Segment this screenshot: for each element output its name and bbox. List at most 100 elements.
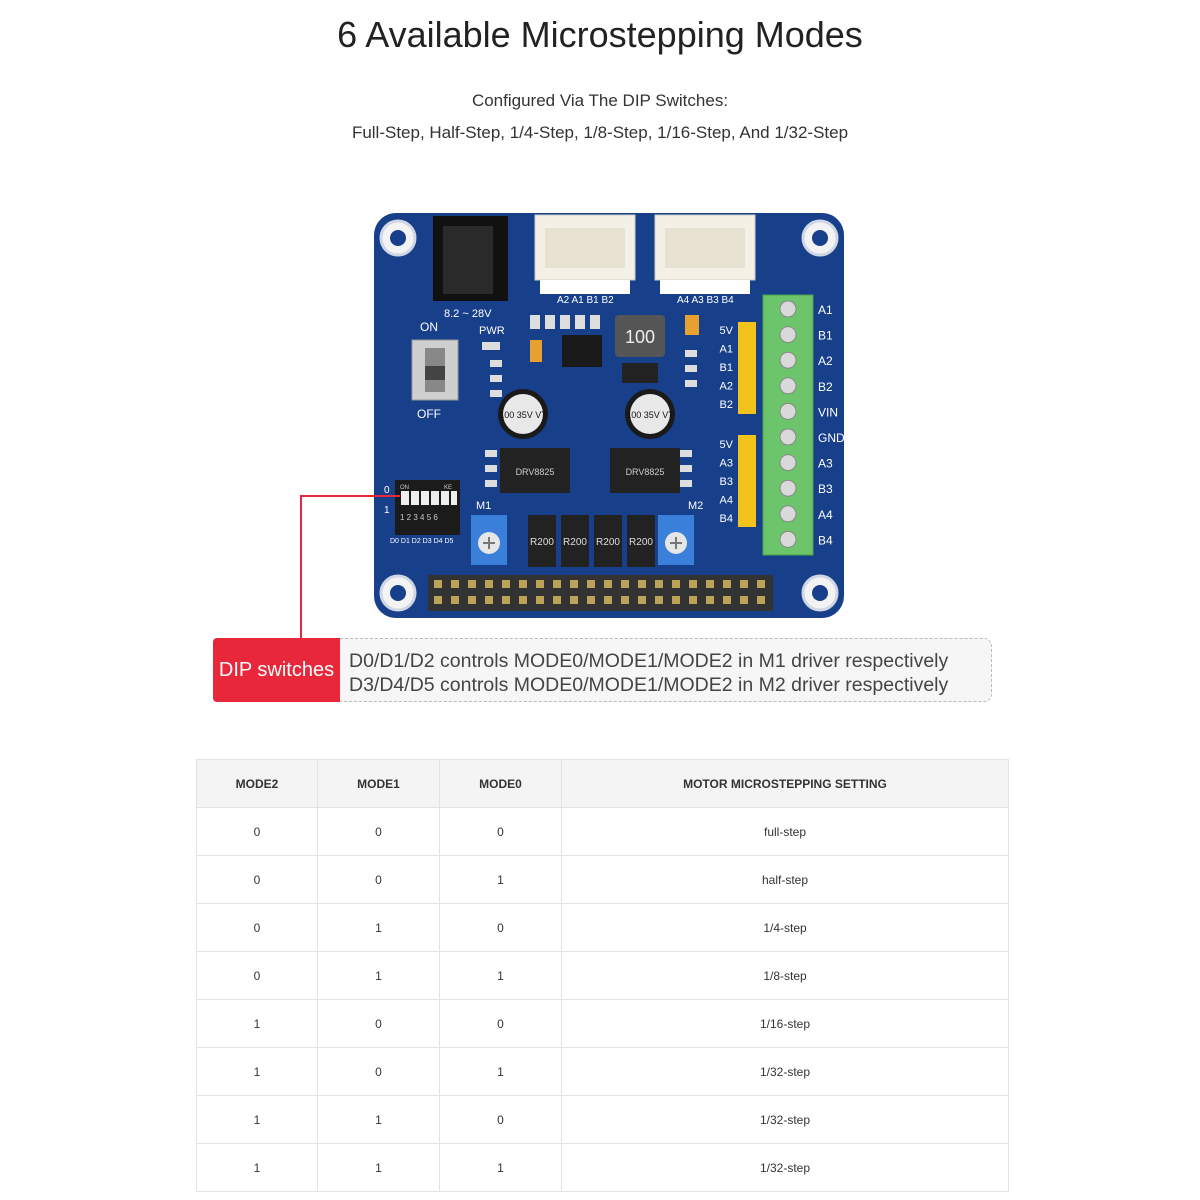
- gpio-pin: [740, 596, 748, 604]
- power-slide-switch: [411, 339, 459, 401]
- dip-switch-callout: DIP switches D0/D1/D2 controls MODE0/MOD…: [213, 638, 993, 702]
- table-cell: 0: [317, 855, 440, 904]
- table-cell: 1: [439, 951, 562, 1000]
- sense-resistors: [528, 515, 655, 567]
- capacitor-1: [498, 389, 548, 439]
- terminal-label: B1: [818, 329, 833, 343]
- inductor: [615, 315, 665, 357]
- pin-header-1-label: 5V: [720, 325, 734, 337]
- table-cell: 1: [317, 1143, 440, 1192]
- terminal-label: A3: [818, 457, 833, 471]
- resistor-1-label: R200: [530, 537, 554, 548]
- table-cell: 1/8-step: [561, 951, 1009, 1000]
- capacitor-2: [625, 389, 675, 439]
- table-header-row: MODE2 MODE1 MODE0 MOTOR MICROSTEPPING SE…: [196, 759, 1009, 808]
- pin-header-1: [738, 322, 756, 414]
- dip-ke-label: KE: [444, 485, 452, 491]
- table-cell: 0: [439, 1095, 562, 1144]
- diode: [622, 363, 658, 383]
- dip-numbers: 1 2 3 4 5 6: [400, 513, 438, 522]
- header-setting: MOTOR MICROSTEPPING SETTING: [561, 759, 1009, 808]
- terminal-label: GND: [818, 431, 845, 445]
- gpio-pin: [655, 596, 663, 604]
- table-cell: 0: [196, 903, 318, 952]
- pin-header-1-label: A1: [720, 344, 733, 356]
- gpio-pin: [638, 596, 646, 604]
- pin-header-1-label: A2: [720, 381, 733, 393]
- table-cell: 1/32-step: [561, 1047, 1009, 1096]
- table-cell: 1: [317, 1095, 440, 1144]
- terminal-label: B4: [818, 533, 833, 547]
- gpio-pin: [757, 596, 765, 604]
- pin-header-1-label: B2: [720, 399, 733, 411]
- capacitor-2-label: 100 35V VT: [626, 410, 674, 420]
- gpio-pin: [502, 596, 510, 604]
- m1-label: M1: [476, 500, 491, 512]
- gpio-pin: [604, 580, 612, 588]
- driver-chip-m2-label: DRV8825: [626, 467, 665, 477]
- table-cell: 1: [439, 1143, 562, 1192]
- table-cell: 0: [439, 999, 562, 1048]
- gpio-pin: [621, 596, 629, 604]
- pwr-led: [482, 342, 500, 350]
- callout-label: DIP switches: [213, 638, 340, 702]
- table-cell: 1/32-step: [561, 1095, 1009, 1144]
- dip-switch: [395, 480, 460, 535]
- gpio-pin: [587, 580, 595, 588]
- driver-chip-m2: [610, 448, 680, 493]
- driver-chip-m1-label: DRV8825: [516, 467, 555, 477]
- pwr-label: PWR: [479, 325, 505, 337]
- dip-zero-label: 0: [384, 485, 390, 496]
- voltage-label: 8.2 ~ 28V: [444, 308, 492, 320]
- gpio-pin: [502, 580, 510, 588]
- dip-bit-labels: D0 D1 D2 D3 D4 D5: [390, 538, 454, 545]
- gpio-pin: [638, 580, 646, 588]
- gpio-pin: [451, 596, 459, 604]
- regulator-ic: [562, 335, 602, 367]
- header-mode1: MODE1: [317, 759, 440, 808]
- smd-components: [485, 315, 699, 487]
- table-cell: 1: [317, 903, 440, 952]
- terminal-screw: [779, 454, 797, 472]
- table-cell: 0: [317, 999, 440, 1048]
- pin-header-2: [738, 435, 756, 527]
- terminal-screw: [779, 530, 797, 548]
- gpio-pin: [519, 580, 527, 588]
- driver-chip-m1: [500, 448, 570, 493]
- table-cell: full-step: [561, 807, 1009, 856]
- gpio-pin: [451, 580, 459, 588]
- terminal-screw: [779, 351, 797, 369]
- terminal-screw: [779, 326, 797, 344]
- terminal-label: B3: [818, 482, 833, 496]
- table-cell: 0: [196, 855, 318, 904]
- pin-header-1-label: B1: [720, 362, 733, 374]
- gpio-pin: [587, 596, 595, 604]
- mounting-holes: [379, 219, 839, 612]
- gpio-pin: [553, 596, 561, 604]
- callout-line-2: D3/D4/D5 controls MODE0/MODE1/MODE2 in M…: [349, 674, 949, 696]
- dip-on-label: ON: [400, 485, 409, 491]
- switch-off-label: OFF: [417, 407, 441, 421]
- gpio-pin: [468, 580, 476, 588]
- dip-leader-vertical: [300, 495, 302, 639]
- resistor-3-label: R200: [596, 537, 620, 548]
- table-cell: 1: [317, 951, 440, 1000]
- gpio-pin: [570, 580, 578, 588]
- gpio-pin: [604, 596, 612, 604]
- gpio-pin: [434, 580, 442, 588]
- table-cell: 1/4-step: [561, 903, 1009, 952]
- terminal-screw: [779, 428, 797, 446]
- gpio-pin: [672, 580, 680, 588]
- table-cell: 1/32-step: [561, 1143, 1009, 1192]
- microstepping-table: MODE2 MODE1 MODE0 MOTOR MICROSTEPPING SE…: [196, 759, 1009, 1192]
- table-cell: 1: [196, 1047, 318, 1096]
- gpio-pin: [689, 580, 697, 588]
- gpio-pin: [621, 580, 629, 588]
- stepper-motor-hat-board: 8.2 ~ 28V A2 A1 B1 B2 A4 A3 B3 B4 ON OFF…: [374, 213, 845, 618]
- switch-on-label: ON: [420, 320, 438, 334]
